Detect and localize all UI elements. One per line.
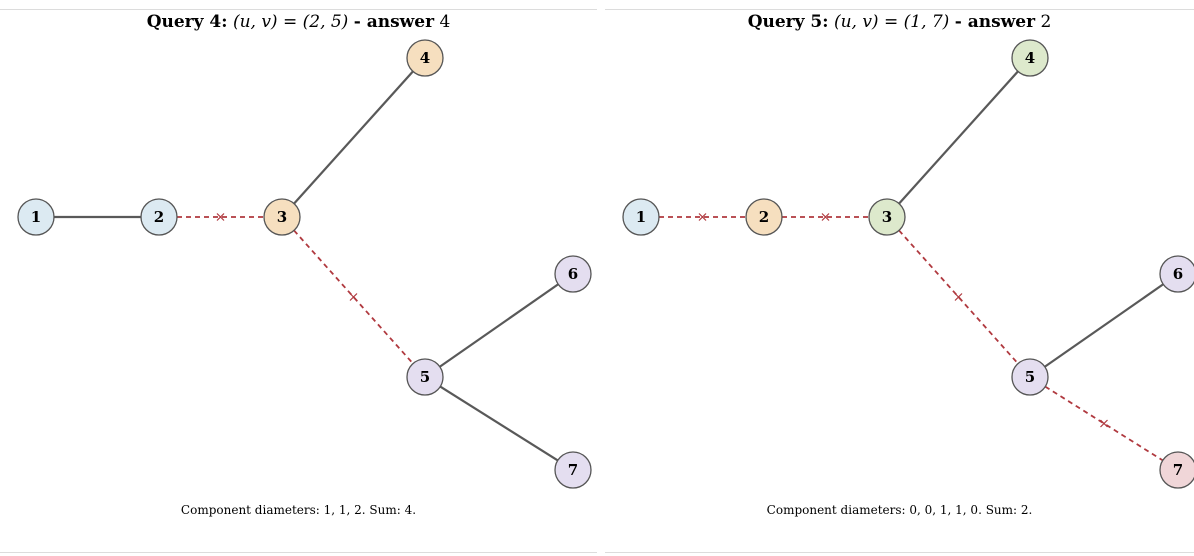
query-pair: (u, v) = (1, 7) — [833, 12, 950, 32]
caption: Component diameters: 1, 1, 2. Sum: 4. — [180, 503, 417, 517]
bottom-divider — [0, 552, 597, 553]
node-4 — [1011, 39, 1049, 77]
node-label: 2 — [759, 208, 769, 226]
node-label: 4 — [1025, 49, 1035, 67]
node-label: 4 — [420, 49, 430, 67]
edge-5-6 — [439, 283, 559, 368]
node-7 — [1159, 451, 1194, 489]
answer-value: 4 — [439, 12, 451, 32]
answer-value: 2 — [1040, 12, 1052, 32]
node-label: 1 — [636, 208, 646, 226]
cut-mark-icon — [821, 213, 830, 221]
query-label: Query 4: — [146, 12, 228, 32]
cut-mark-icon — [349, 293, 358, 301]
query-4-panel: Query 4: (u, v) = (2, 5) - answer 4 1 2 3 4… — [0, 9, 597, 553]
node-6 — [554, 255, 592, 293]
top-divider — [605, 9, 1194, 10]
query-label: Query 5: — [747, 12, 829, 32]
edge-5-6 — [1044, 283, 1164, 368]
node-label: 5 — [1025, 368, 1035, 386]
node-label: 3 — [277, 208, 287, 226]
edge-3-4 — [898, 70, 1019, 205]
query-5-panel: Query 5: (u, v) = (1, 7) - answer 2 1 2 3 4… — [605, 0, 1194, 556]
node-4 — [406, 39, 444, 77]
node-6 — [1159, 255, 1194, 293]
node-7 — [554, 451, 592, 489]
panel-title: Query 5: (u, v) = (1, 7) - answer 2 — [605, 11, 1194, 33]
edge-5-7 — [439, 385, 559, 462]
tree-graph: 1 2 3 4 5 6 7 — [17, 39, 592, 489]
node-5 — [1011, 358, 1049, 396]
bottom-divider — [605, 552, 1194, 553]
query-pair: (u, v) = (2, 5) — [232, 12, 349, 32]
edge-3-4 — [293, 70, 414, 205]
node-label: 3 — [882, 208, 892, 226]
cut-edge-3-5 — [898, 229, 1019, 365]
caption: Component diameters: 0, 0, 1, 1, 0. Sum:… — [766, 503, 1033, 517]
cut-mark-icon — [698, 213, 707, 221]
node-label: 7 — [568, 461, 578, 479]
panel-title: Query 4: (u, v) = (2, 5) - answer 4 — [0, 11, 597, 33]
node-2 — [140, 198, 178, 236]
node-1 — [17, 198, 55, 236]
node-2 — [745, 198, 783, 236]
node-label: 5 — [420, 368, 430, 386]
node-label: 6 — [1173, 265, 1183, 283]
answer-label: - answer — [353, 12, 435, 32]
answer-label: - answer — [954, 12, 1036, 32]
node-label: 1 — [31, 208, 41, 226]
node-3 — [263, 198, 301, 236]
cut-mark-icon — [216, 213, 225, 221]
node-5 — [406, 358, 444, 396]
tree-graph: 1 2 3 4 5 6 7 — [622, 39, 1194, 489]
node-1 — [622, 198, 660, 236]
node-3 — [868, 198, 906, 236]
node-label: 7 — [1173, 461, 1183, 479]
cut-mark-icon — [1100, 419, 1108, 428]
node-label: 6 — [568, 265, 578, 283]
cut-mark-icon — [954, 293, 963, 301]
cut-edge-3-5 — [293, 229, 414, 365]
node-label: 2 — [154, 208, 164, 226]
top-divider — [0, 9, 597, 10]
